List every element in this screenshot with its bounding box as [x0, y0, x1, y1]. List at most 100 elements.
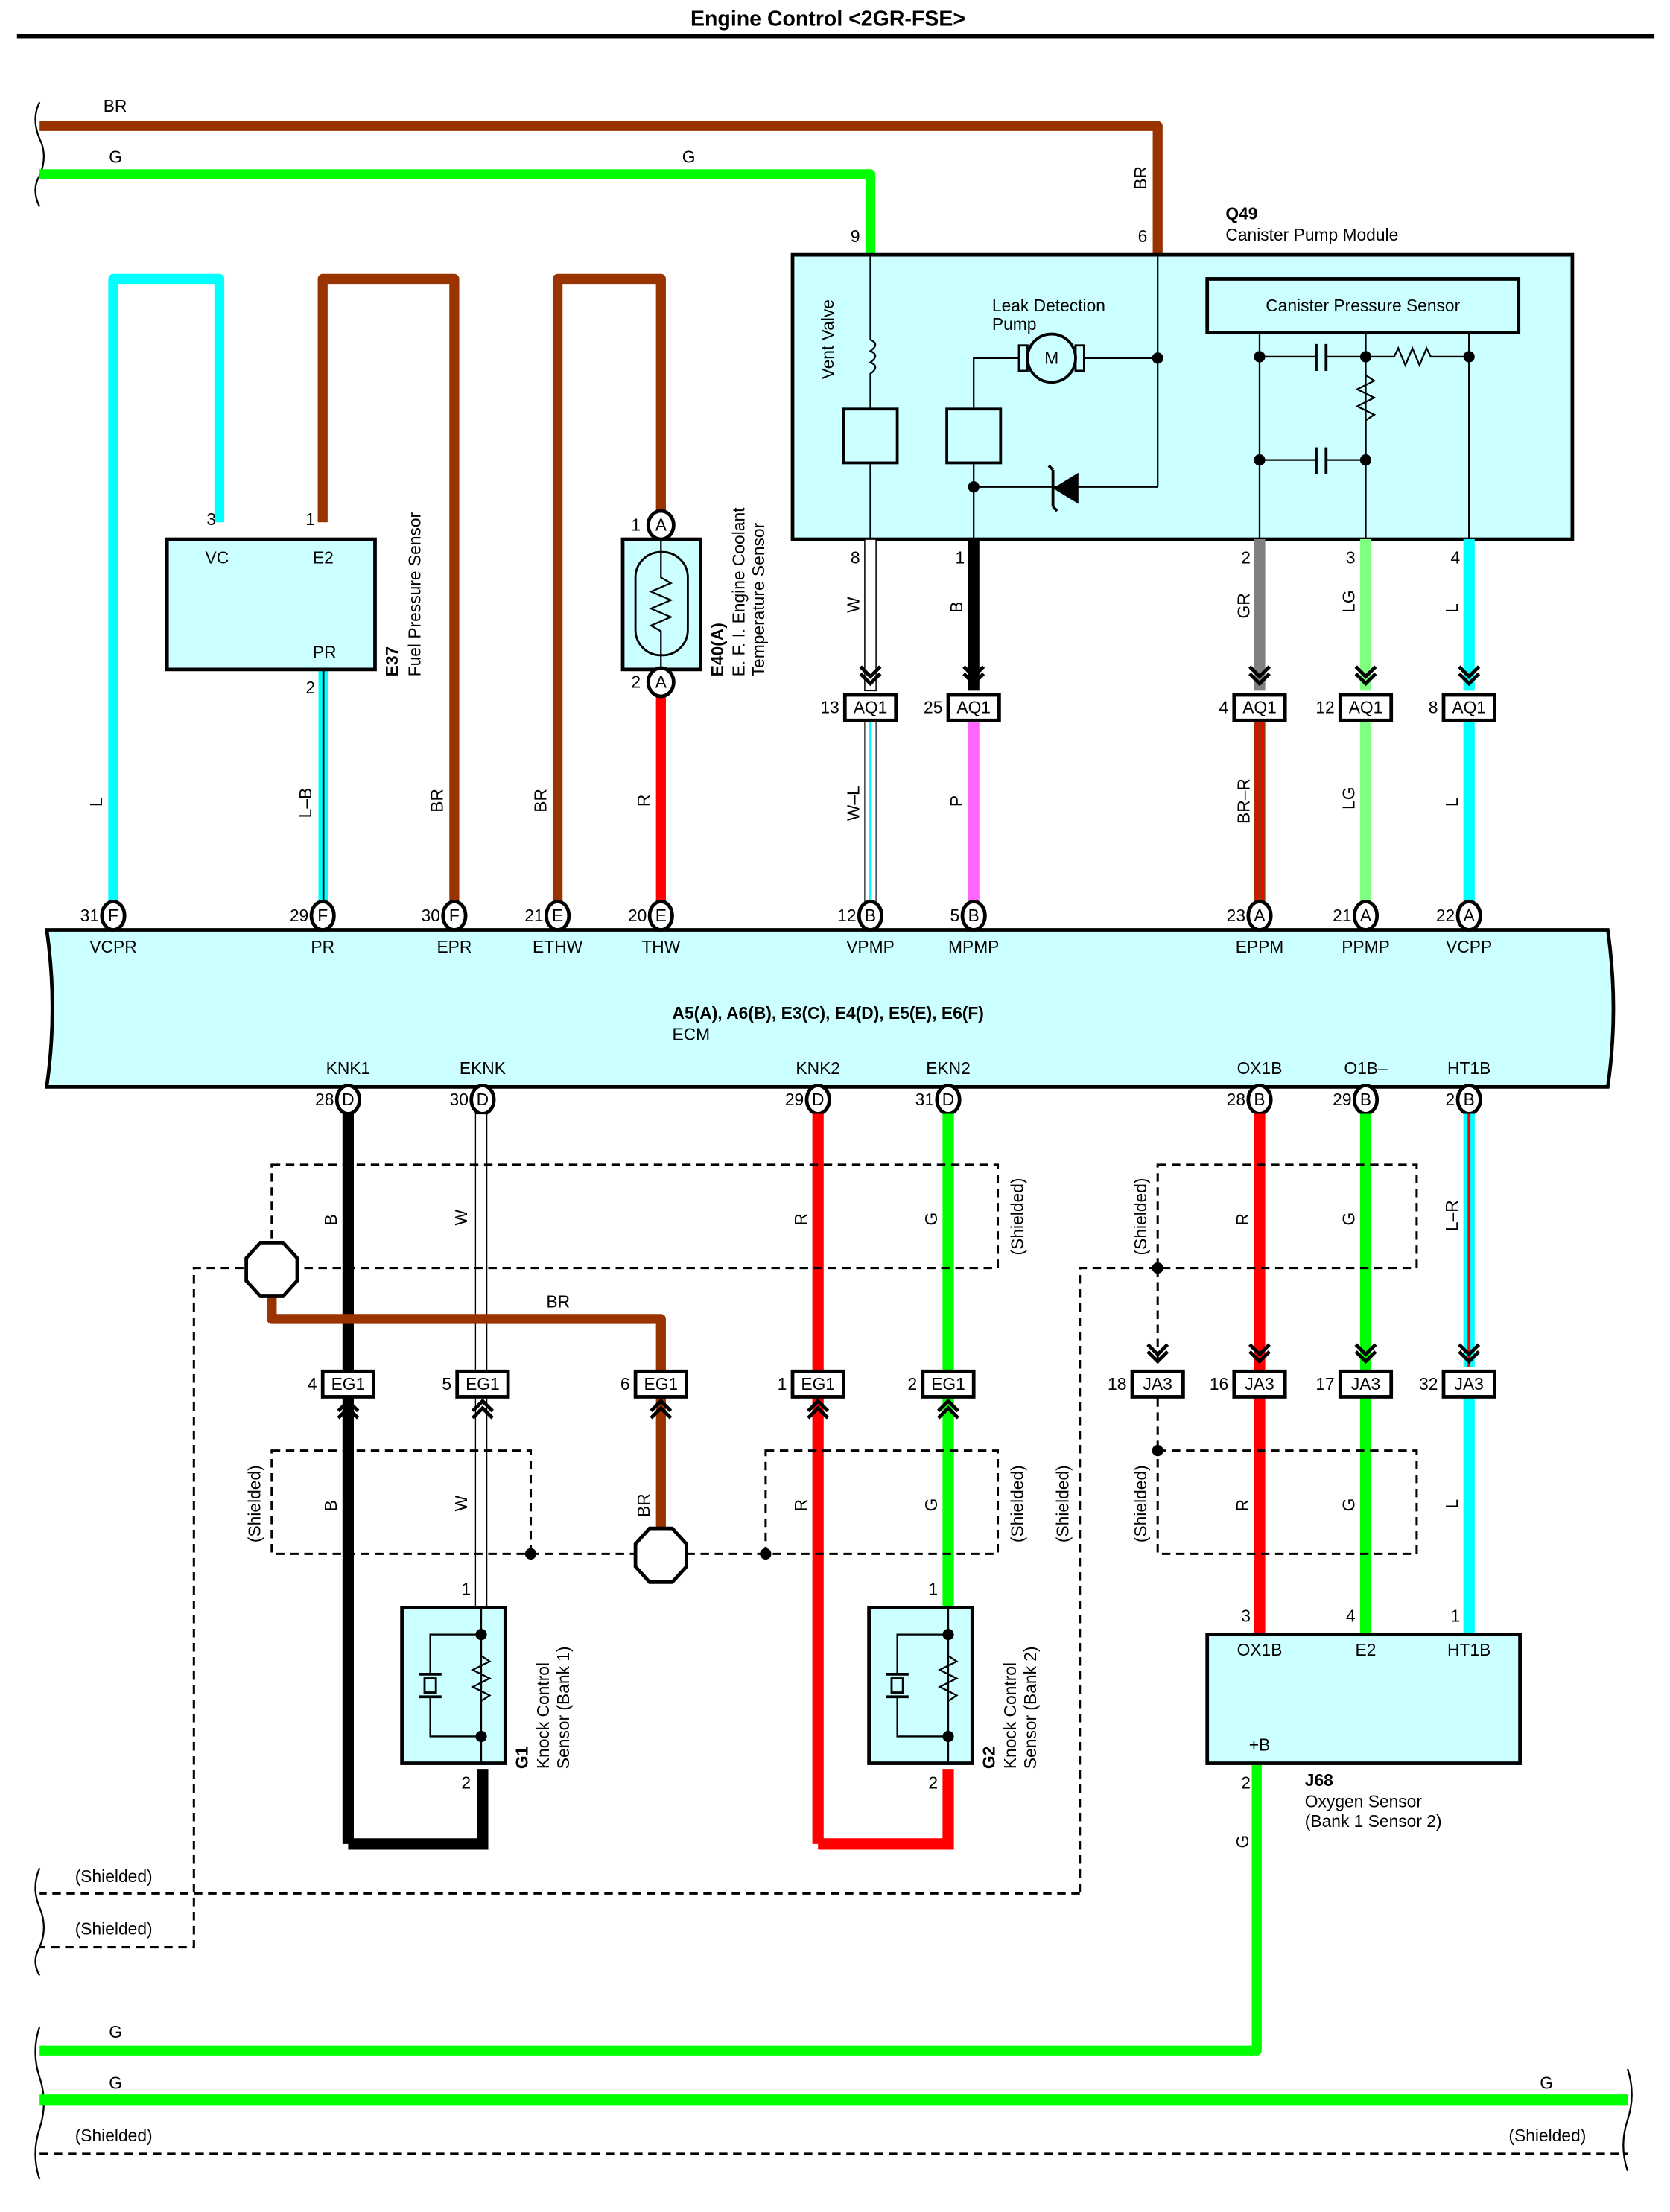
pin-label: 18 [1108, 1374, 1126, 1393]
connector-chevron-icon [962, 665, 985, 687]
terminal-connector: D [477, 1090, 489, 1109]
connector-chevron-icon [1458, 1343, 1481, 1364]
pin-label: 28 [1227, 1090, 1245, 1109]
zener-diode-icon [1053, 472, 1079, 504]
wire-label: B [321, 1500, 340, 1511]
connector-label: JA3 [1351, 1374, 1380, 1393]
ecm[interactable] [44, 928, 1616, 1089]
wire-label: BR [1131, 166, 1150, 190]
connector-a-icon [646, 666, 676, 699]
pin-label: 1 [631, 515, 641, 535]
pin-label: 2 [1241, 1773, 1251, 1793]
component-name: Knock Control [1000, 1662, 1020, 1769]
knock-sensor-bank1[interactable] [400, 1606, 507, 1765]
pin-name: PR [313, 643, 337, 662]
pin-name: VC [206, 547, 229, 567]
terminal-connector: B [1254, 1090, 1265, 1109]
pin-label: 1 [305, 509, 315, 529]
knock-sensor-bank2[interactable] [867, 1606, 974, 1765]
terminal-connector: A [1360, 906, 1372, 925]
terminal-name: O1B– [1344, 1058, 1388, 1078]
terminal-connector: E [655, 906, 667, 925]
wire-label: G [109, 2022, 122, 2041]
wire-label: BR [104, 96, 127, 115]
component-id: E37 [382, 646, 401, 677]
wire-label: W [451, 1210, 471, 1226]
terminal-name: VCPR [89, 937, 136, 956]
wire-label: R [791, 1213, 810, 1225]
terminal-name: EKN2 [926, 1058, 971, 1078]
terminal-connector: D [812, 1090, 824, 1109]
q49-bottom-wires [864, 538, 1475, 692]
ecm-name: ECM [673, 1025, 711, 1044]
pin-label: 30 [422, 906, 440, 925]
shielded-label: (Shielded) [75, 1866, 153, 1886]
wire-eknk [474, 1113, 488, 1610]
terminal-connector: B [968, 906, 980, 925]
component-id: G2 [980, 1747, 999, 1769]
wire-label: LG [1339, 787, 1358, 810]
wire-label: B [947, 602, 966, 613]
wire-label: R [634, 795, 653, 807]
terminal-name: MPMP [948, 937, 999, 956]
wire-label: BR [546, 1292, 570, 1312]
connector-a-icon [646, 509, 676, 541]
terminal-name: KNK1 [326, 1058, 371, 1078]
pin-label: 6 [620, 1374, 630, 1393]
terminal-connector: F [449, 906, 460, 925]
pin-label: 1 [1451, 1606, 1461, 1626]
wire-label: R [791, 1499, 810, 1511]
pin-name: E2 [1356, 1640, 1377, 1659]
fuel-pressure-sensor[interactable] [165, 537, 377, 672]
connector-label: JA3 [1245, 1374, 1274, 1393]
wire-label: B [321, 1214, 340, 1225]
piezo-icon [419, 1607, 492, 1764]
pin-name: HT1B [1447, 1640, 1490, 1659]
leak-pump-label: Pump [992, 314, 1037, 334]
shield-ground-splice-icon [633, 1526, 688, 1584]
shielded-label: (Shielded) [1508, 2126, 1586, 2145]
connector-label: EG1 [331, 1374, 366, 1393]
oxygen-sensor[interactable] [1205, 1633, 1522, 1765]
wire-label: G [921, 1498, 941, 1512]
terminal-name: EPPM [1236, 937, 1284, 956]
shield-ground-right [1079, 1267, 1158, 1894]
component-name: Oxygen Sensor [1305, 1791, 1423, 1811]
pin-label: 2 [908, 1374, 918, 1393]
pin-label: 12 [837, 906, 856, 925]
component-name: Canister Pump Module [1225, 225, 1398, 244]
canister-pump-module[interactable] [790, 252, 1575, 541]
connector-label: AQ1 [1242, 698, 1277, 717]
